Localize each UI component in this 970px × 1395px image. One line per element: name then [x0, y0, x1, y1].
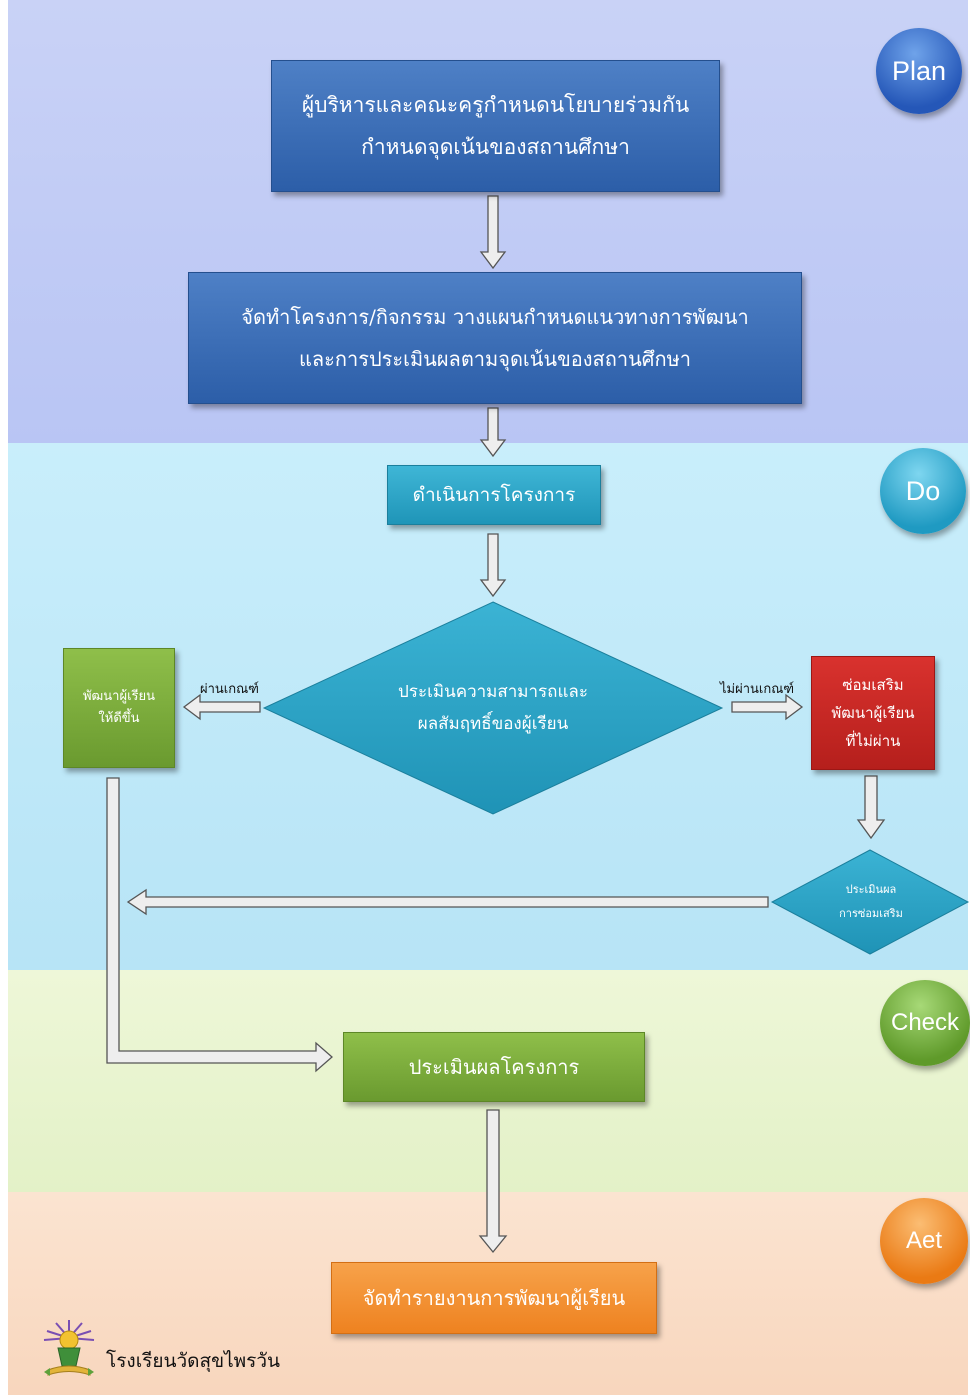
project-plan-box: จัดทำโครงการ/กิจกรรม วางแผนกำหนดแนวทางกา…	[188, 272, 802, 404]
arrow-fail-right	[731, 693, 804, 721]
policy-box: ผู้บริหารและคณะครูกำหนดนโยบายร่วมกัน กำห…	[271, 60, 720, 192]
report-text: จัดทำรายงานการพัฒนาผู้เรียน	[362, 1286, 626, 1310]
develop-better-text: พัฒนาผู้เรียน ให้ดีขึ้น	[82, 689, 156, 726]
report-box: จัดทำรายงานการพัฒนาผู้เรียน	[331, 1262, 657, 1334]
arrow-remedial-down	[856, 775, 886, 840]
arrow-develop-to-eval	[106, 777, 333, 1073]
fail-label: ไม่ผ่านเกณฑ์	[720, 682, 795, 697]
policy-text: ผู้บริหารและคณะครูกำหนดนโยบายร่วมกัน กำห…	[301, 93, 690, 159]
act-phase-badge: Aet	[880, 1198, 968, 1284]
plan-phase-badge: Plan	[876, 28, 962, 114]
school-name: โรงเรียนวัดสุขไพรวัน	[106, 1350, 281, 1372]
arrow-down-4	[478, 1109, 508, 1254]
arrow-remedial-return	[126, 888, 769, 916]
remedial-box: ซ่อมเสริม พัฒนาผู้เรียน ที่ไม่ผ่าน	[811, 656, 935, 770]
do-phase-badge: Do	[880, 448, 966, 534]
school-footer: โรงเรียนวัดสุขไพรวัน	[38, 1318, 280, 1380]
pass-label: ผ่านเกณฑ์	[200, 682, 259, 697]
develop-better-box: พัฒนาผู้เรียน ให้ดีขึ้น	[63, 648, 175, 768]
arrow-down-1	[479, 195, 507, 270]
arrow-down-2	[479, 407, 507, 458]
project-plan-text: จัดทำโครงการ/กิจกรรม วางแผนกำหนดแนวทางกา…	[241, 305, 749, 371]
implement-box: ดำเนินการโครงการ	[387, 465, 601, 525]
arrow-pass-left	[182, 693, 261, 721]
remedial-eval-text: ประเมินผล การซ่อมเสริม	[839, 883, 903, 920]
project-eval-text: ประเมินผลโครงการ	[408, 1055, 580, 1079]
implement-text: ดำเนินการโครงการ	[412, 484, 576, 506]
assessment-diamond	[262, 601, 724, 815]
remedial-text: ซ่อมเสริม พัฒนาผู้เรียน ที่ไม่ผ่าน	[831, 676, 915, 750]
check-phase-badge: Check	[880, 980, 970, 1066]
assessment-text: ประเมินความสามารถและ ผลสัมฤทธิ์ของผู้เรี…	[398, 682, 588, 734]
remedial-eval-diamond	[770, 849, 970, 955]
project-eval-box: ประเมินผลโครงการ	[343, 1032, 645, 1102]
arrow-down-3	[479, 533, 507, 598]
school-logo-icon	[43, 1320, 95, 1376]
